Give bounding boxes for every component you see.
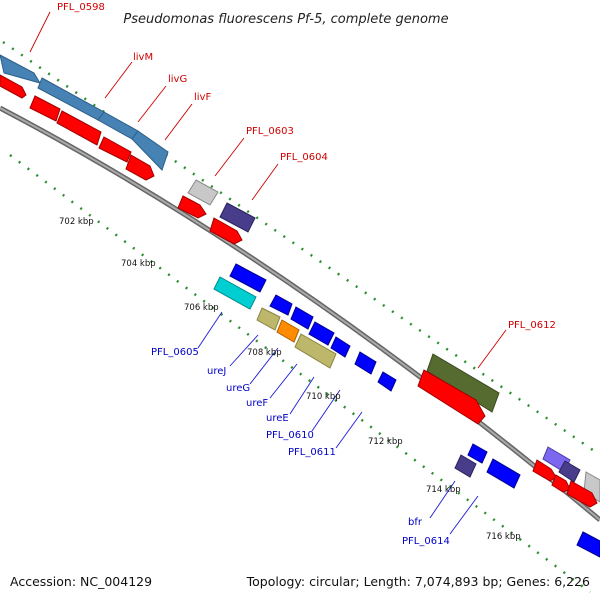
red-leader-lines bbox=[29, 11, 507, 369]
gene-ureG-cds[interactable] bbox=[290, 306, 314, 330]
tick-706kbp: 706 kbp bbox=[184, 303, 219, 313]
blue-gene-labels: PFL_0605 ureJ ureG ureF ureE PFL_0610 PF… bbox=[151, 347, 450, 547]
gene-pfl-0604-cog[interactable] bbox=[219, 202, 256, 233]
label-ureg[interactable]: ureG bbox=[226, 383, 250, 394]
label-pfl-0604[interactable]: PFL_0604 bbox=[280, 152, 328, 163]
gene-right-a-cds[interactable] bbox=[532, 459, 557, 482]
label-livm[interactable]: livM bbox=[133, 52, 153, 63]
gene-right-b-cog[interactable] bbox=[558, 460, 581, 483]
scale-dotted-line-outer bbox=[2, 40, 600, 457]
tick-716kbp: 716 kbp bbox=[486, 532, 521, 542]
gene-pfl-0605-cds[interactable] bbox=[229, 263, 267, 293]
gene-pfl-0612-cog[interactable] bbox=[426, 353, 500, 413]
label-pfl-0605[interactable]: PFL_0605 bbox=[151, 347, 199, 358]
gene-right-c-cds[interactable] bbox=[566, 480, 598, 508]
gene-pfl-0603-cog[interactable] bbox=[187, 179, 219, 206]
tick-704kbp: 704 kbp bbox=[121, 259, 156, 269]
label-uree[interactable]: ureE bbox=[266, 413, 289, 424]
gene-bottom-right-cds[interactable] bbox=[576, 531, 600, 558]
tick-labels: 702 kbp 704 kbp 706 kbp 708 kbp 710 kbp … bbox=[59, 217, 521, 542]
gene-ureE-cds[interactable] bbox=[330, 336, 351, 358]
scale-dotted-line-inner bbox=[9, 154, 591, 593]
gene-pfl-0612-cds[interactable] bbox=[417, 369, 486, 425]
gene-bfr-cds[interactable] bbox=[467, 443, 488, 464]
blue-leader-lines bbox=[197, 311, 479, 535]
tick-714kbp: 714 kbp bbox=[426, 485, 461, 495]
gene-livF-cog[interactable] bbox=[131, 130, 169, 171]
gene-bfr-cog[interactable] bbox=[454, 454, 477, 478]
gene-livM-cds[interactable] bbox=[29, 95, 61, 122]
scale-dots bbox=[2, 40, 600, 593]
genome-backbone bbox=[0, 105, 600, 522]
gene-ureF-cog[interactable] bbox=[294, 333, 337, 369]
label-bfr[interactable]: bfr bbox=[408, 517, 423, 528]
gene-livF-cds[interactable] bbox=[98, 136, 132, 163]
gene-ureJ-cds[interactable] bbox=[269, 294, 293, 316]
reverse-strand-genes bbox=[213, 263, 600, 558]
gene-pfl-0614-cds[interactable] bbox=[486, 458, 521, 489]
tick-710kbp: 710 kbp bbox=[306, 392, 341, 402]
gene-livG-cog[interactable] bbox=[97, 111, 139, 140]
gene-right-b-cds[interactable] bbox=[551, 474, 571, 493]
gene-ureG-cog[interactable] bbox=[276, 319, 300, 343]
label-uref[interactable]: ureF bbox=[246, 398, 268, 409]
tick-702kbp: 702 kbp bbox=[59, 217, 94, 227]
gene-pfl-0605-cog[interactable] bbox=[213, 276, 257, 310]
gene-pfl-0603-cds[interactable] bbox=[177, 195, 207, 219]
tick-708kbp: 708 kbp bbox=[247, 348, 282, 358]
gene-livG-cds[interactable] bbox=[56, 110, 102, 146]
gene-pfl-0598-cds[interactable] bbox=[0, 74, 27, 99]
label-urej[interactable]: ureJ bbox=[207, 366, 226, 377]
forward-strand-genes bbox=[0, 54, 600, 508]
gene-pfl-0611-cds[interactable] bbox=[377, 371, 397, 392]
gene-livF2-cds[interactable] bbox=[125, 154, 155, 181]
gene-pfl-0604-cds[interactable] bbox=[209, 217, 243, 245]
topology-text: Topology: circular; Length: 7,074,893 bp… bbox=[246, 574, 590, 589]
gene-ureF-cds[interactable] bbox=[308, 321, 335, 346]
gene-pfl-0610-cds[interactable] bbox=[354, 351, 377, 375]
label-pfl-0598[interactable]: PFL_0598 bbox=[57, 2, 105, 13]
label-livg[interactable]: livG bbox=[168, 74, 187, 85]
red-gene-labels: PFL_0598 livM livG livF PFL_0603 PFL_060… bbox=[57, 2, 556, 331]
label-livf[interactable]: livF bbox=[194, 92, 211, 103]
gene-ureJ-cog[interactable] bbox=[256, 307, 281, 331]
map-title: Pseudomonas fluorescens Pf-5, complete g… bbox=[123, 12, 448, 27]
label-pfl-0612[interactable]: PFL_0612 bbox=[508, 320, 556, 331]
label-pfl-0610[interactable]: PFL_0610 bbox=[266, 430, 314, 441]
label-pfl-0603[interactable]: PFL_0603 bbox=[246, 126, 294, 137]
accession-text: Accession: NC_004129 bbox=[10, 574, 152, 589]
label-pfl-0611[interactable]: PFL_0611 bbox=[288, 447, 336, 458]
label-pfl-0614[interactable]: PFL_0614 bbox=[402, 536, 450, 547]
tick-712kbp: 712 kbp bbox=[368, 437, 403, 447]
